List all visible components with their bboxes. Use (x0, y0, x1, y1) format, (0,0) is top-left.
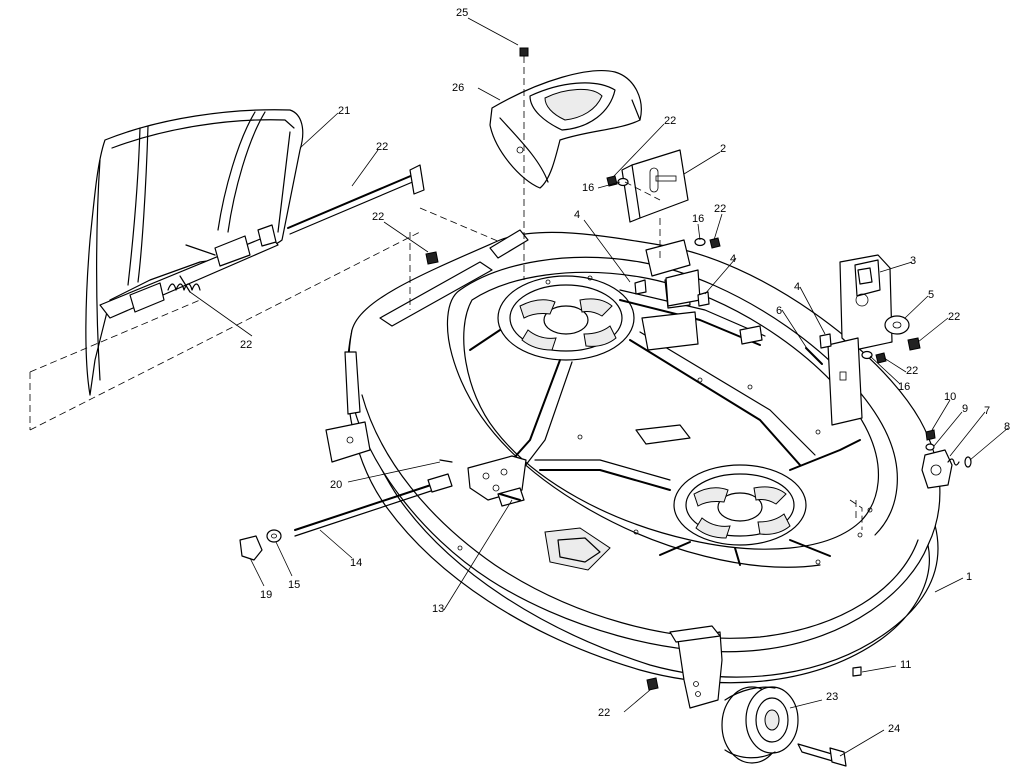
callout-8: 8 (1004, 421, 1010, 433)
callout-22-right: 22 (948, 311, 960, 323)
belt-cover (489, 70, 642, 189)
callout-2: 2 (720, 143, 726, 155)
callout-26: 26 (452, 82, 464, 94)
assembly-lines (29, 56, 863, 530)
callout-23: 23 (826, 691, 838, 703)
discharge-chute (85, 109, 304, 396)
hinge-rod (287, 164, 425, 235)
callout-25: 25 (456, 7, 468, 19)
callout-21: 22 (376, 141, 388, 153)
callout-7: 7 (984, 405, 990, 417)
callout-10: 10 (944, 391, 956, 403)
callout-16-mid: 16 (692, 213, 704, 225)
callout-20: 22 (240, 339, 252, 351)
callout-16-right: 16 (898, 381, 910, 393)
callout-22-chute: 22 (372, 211, 384, 223)
callout-22-cover: 22 (664, 115, 676, 127)
callout-11: 11 (900, 659, 911, 671)
callout-13: 13 (432, 603, 444, 615)
callout-6: 6 (776, 305, 782, 317)
mower-deck (325, 229, 941, 709)
callout-5: 5 (928, 289, 934, 301)
hardware (239, 47, 972, 691)
callout-3: 3 (910, 255, 916, 267)
bracket-3 (827, 254, 893, 426)
gauge-wheel (721, 686, 847, 767)
callout-labels: 25 26 21 22 22 22 22 2 16 4 16 22 4 3 5 … (240, 7, 1010, 735)
callout-15: 15 (288, 579, 300, 591)
callout-4-mid: 4 (730, 253, 736, 265)
callout-1: 1 (966, 571, 972, 583)
callout-4-right: 4 (794, 281, 800, 293)
callout-22-right-low: 22 (906, 365, 918, 377)
callout-17: 19 (260, 589, 272, 601)
callout-18: 20 (330, 479, 342, 491)
callout-14: 14 (350, 557, 362, 569)
callout-22-front: 22 (598, 707, 610, 719)
callout-4-left: 4 (574, 209, 580, 221)
callout-19: 21 (338, 105, 350, 117)
leader-lines (189, 17, 1009, 757)
callout-24: 24 (888, 723, 900, 735)
bracket-2 (621, 149, 701, 307)
callout-22-mid: 22 (714, 203, 726, 215)
callout-16-left: 16 (582, 182, 594, 194)
callout-9: 9 (962, 403, 968, 415)
